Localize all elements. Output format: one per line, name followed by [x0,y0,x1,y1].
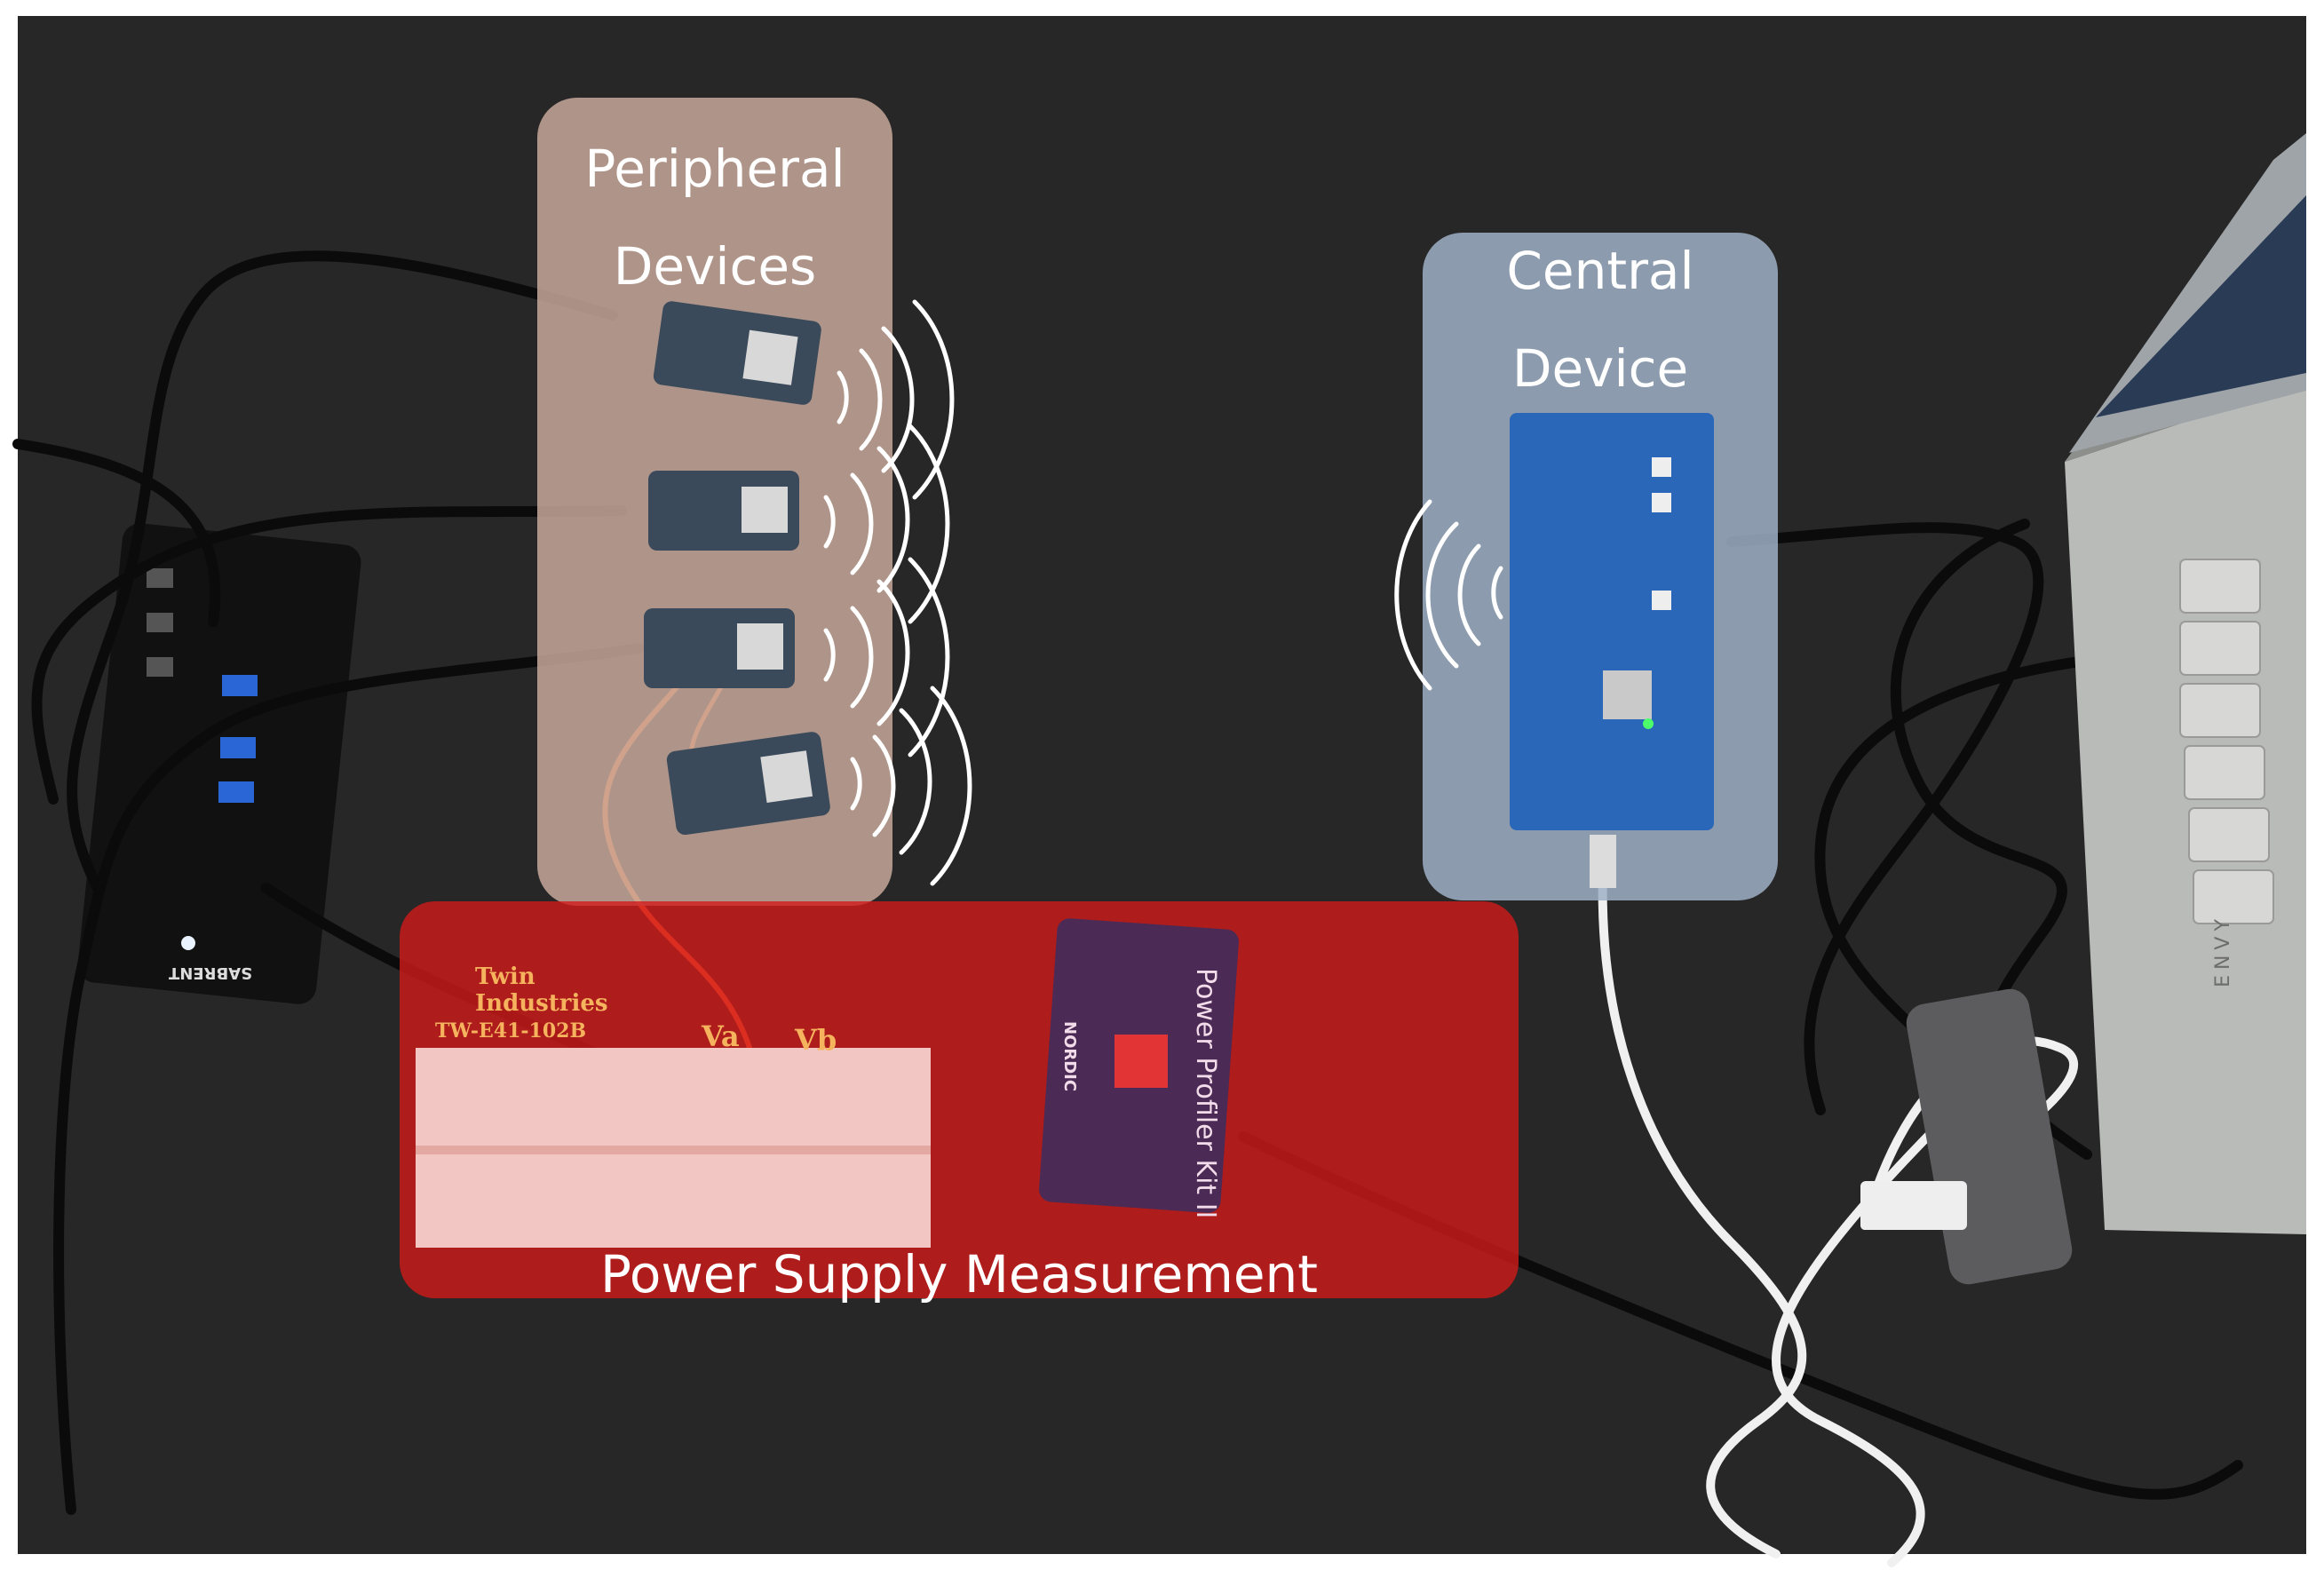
usb-hub [77,523,361,1004]
laptop-brand: ENVY [2211,914,2234,987]
usb-a-plug [1860,1181,1967,1230]
peripheral-label-line2: Devices [613,236,817,297]
central-device-label: Central Device [1423,222,1778,417]
peripheral-label-line1: Peripheral [584,139,845,199]
laptop [2065,133,2306,1234]
breadboard [416,1048,931,1248]
power-profiler-kit [1039,918,1239,1213]
central-dev-board [1510,413,1714,888]
wireless-waves-peripheral [823,299,972,886]
wireless-waves-central [1394,499,1503,691]
central-label-line2: Device [1511,338,1689,399]
central-label-line1: Central [1506,241,1694,301]
peripheral-devices-label: Peripheral Devices [537,120,892,315]
breadboard-brand: Twin Industries [475,963,608,1017]
rail-b-label: Vb [795,1023,837,1057]
power-supply-measurement-label: Power Supply Measurement [599,1244,1319,1304]
profiler-name: Power Profiler Kit II [1190,968,1221,1219]
profiler-vendor: NORDIC [1060,1021,1079,1092]
peripheral-boards [644,301,830,836]
hub-brand: SABRENT [169,963,253,982]
rail-a-label: Va [702,1019,740,1053]
breadboard-model: TW-E41-102B [435,1019,587,1043]
